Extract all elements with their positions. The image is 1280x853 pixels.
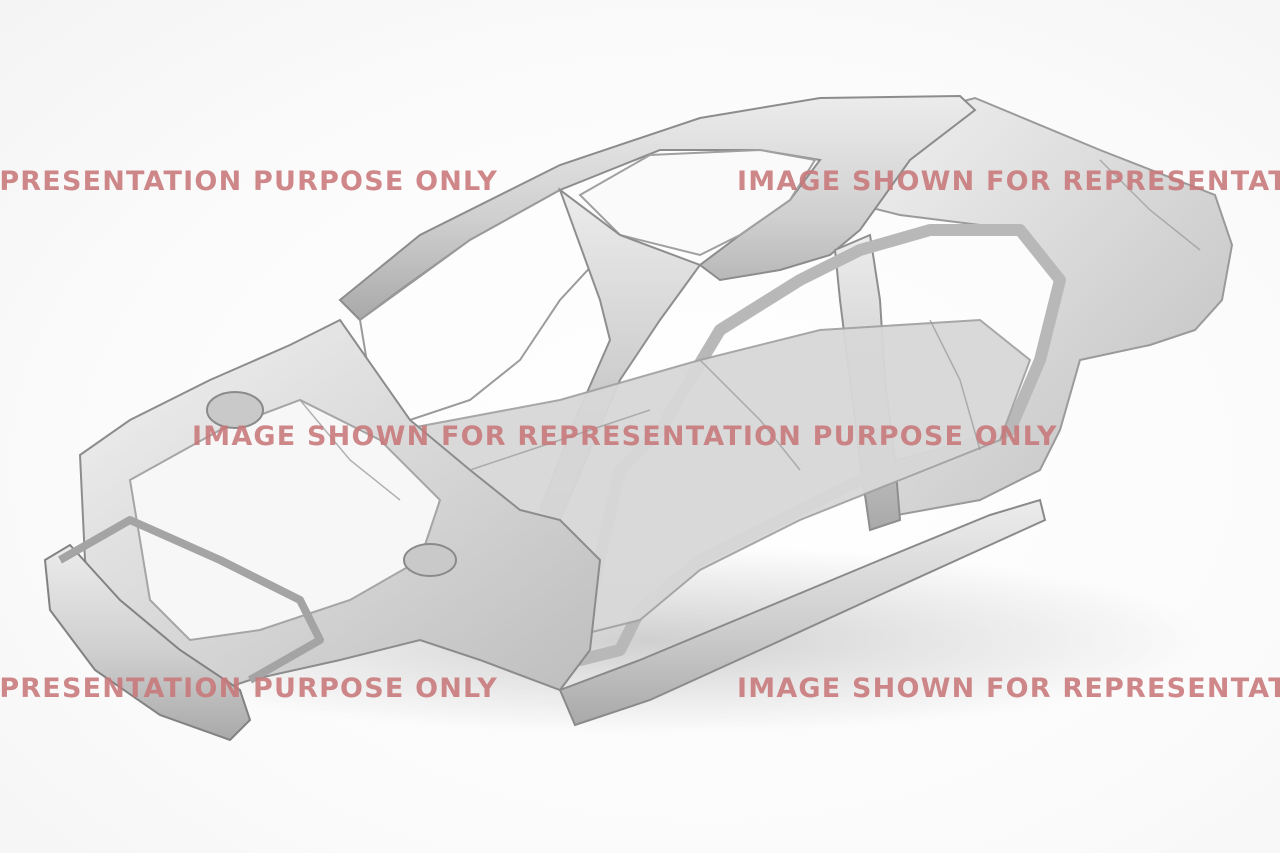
watermark-left-bottom: REPRESENTATION PURPOSE ONLY — [0, 673, 498, 704]
watermark-center: IMAGE SHOWN FOR REPRESENTATION PURPOSE O… — [192, 421, 1058, 452]
watermark-right-top: IMAGE SHOWN FOR REPRESENTATION — [737, 166, 1280, 197]
watermark-right-bottom: IMAGE SHOWN FOR REPRESENTATION — [737, 673, 1280, 704]
front-shock-tower-left — [206, 391, 264, 429]
front-bumper-beam — [43, 543, 252, 742]
watermark-left-top: REPRESENTATION PURPOSE ONLY — [0, 166, 498, 197]
front-crash-rail — [58, 516, 324, 684]
panel-detail-lines — [299, 159, 1201, 501]
rocker-sill — [558, 498, 1047, 727]
sunroof-opening — [578, 148, 817, 257]
side-frame — [574, 224, 1066, 666]
front-shock-tower-right — [403, 543, 457, 577]
